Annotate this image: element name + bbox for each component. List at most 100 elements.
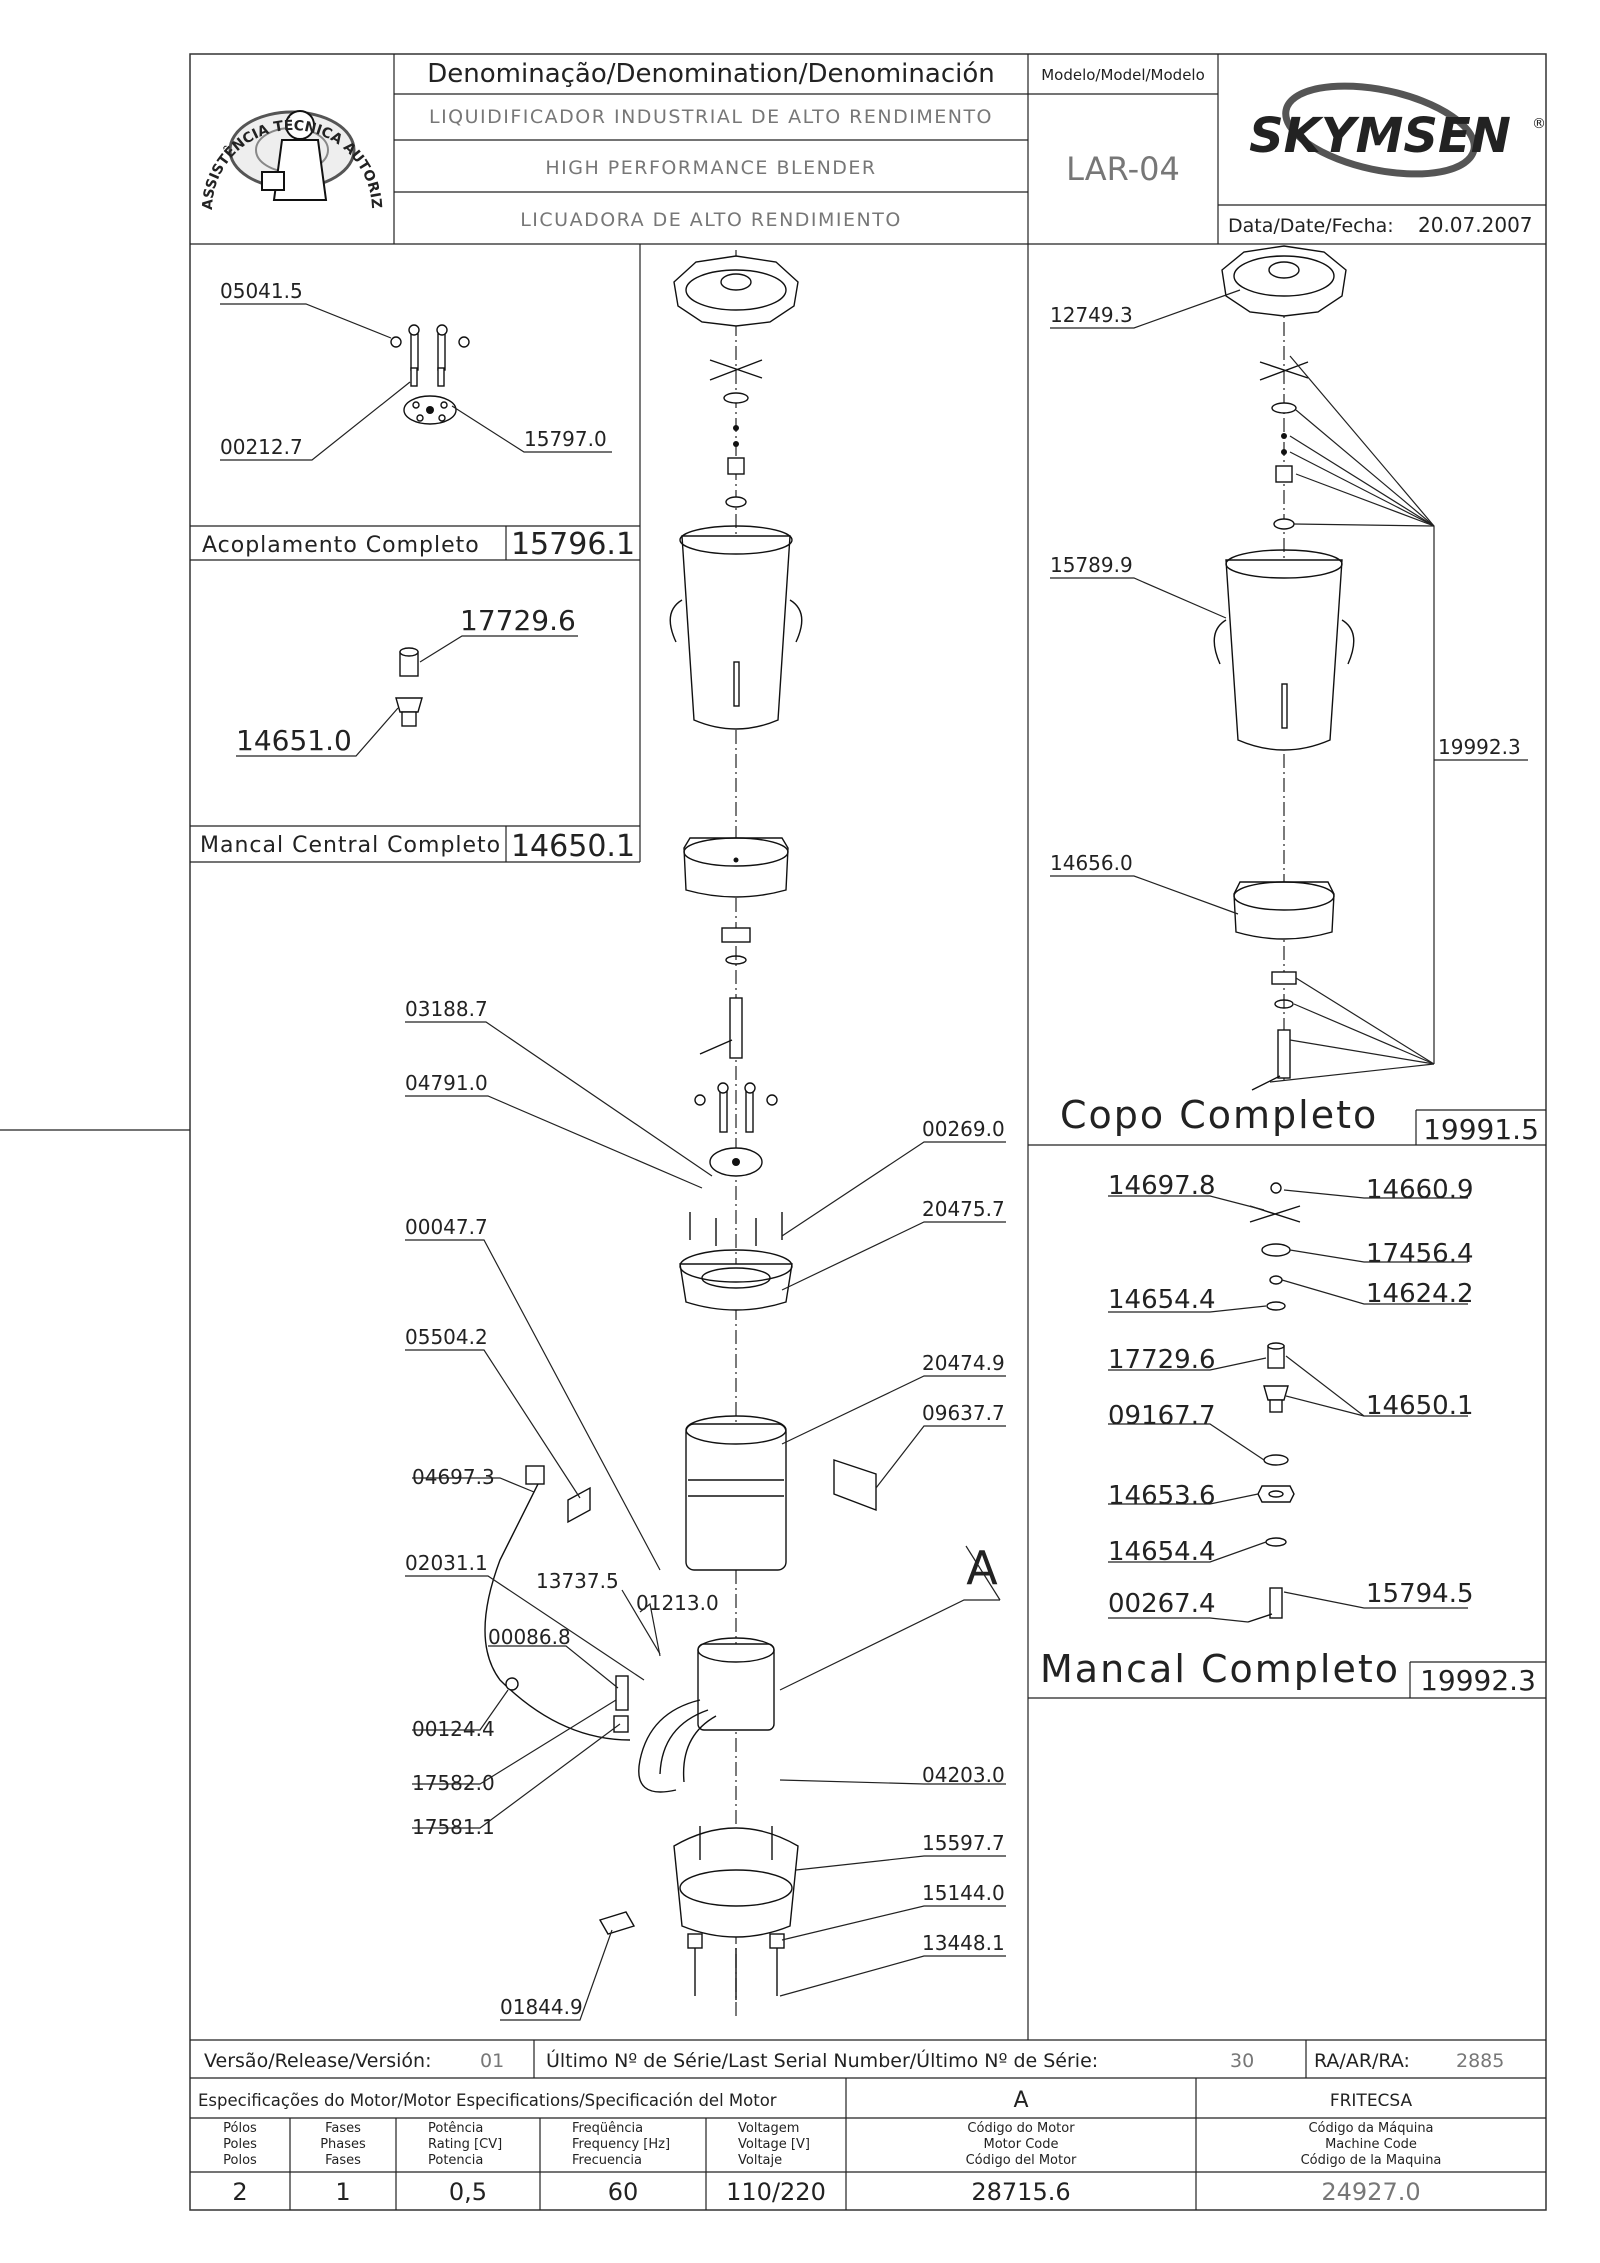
part-20475-7: 20475.7 <box>922 1197 1005 1221</box>
main-leaders <box>405 1021 1006 2021</box>
cup-drawing <box>1213 245 1355 1091</box>
motor-code-header-en: Motor Code <box>984 2137 1059 2152</box>
part-14660-9: 14660.9 <box>1366 1175 1474 1205</box>
part-14654-4: 14654.4 <box>1108 1285 1216 1315</box>
part-17456-4: 17456.4 <box>1366 1239 1474 1269</box>
part-05504-2: 05504.2 <box>405 1325 488 1349</box>
part-00086-8: 00086.8 <box>488 1625 571 1649</box>
bearing-label: Mancal Completo <box>1040 1647 1400 1691</box>
part-09167-7: 09167.7 <box>1108 1401 1216 1431</box>
motor-code-value: 28715.6 <box>971 2178 1070 2206</box>
part-01213-0: 01213.0 <box>636 1591 719 1615</box>
motor-code-header-pt: Código do Motor <box>967 2121 1075 2136</box>
bearing-code: 19992.3 <box>1420 1664 1536 1697</box>
part-17729-6: 17729.6 <box>460 604 576 637</box>
bearing-drawing <box>1247 1182 1301 1623</box>
part-00047-7: 00047.7 <box>405 1215 488 1239</box>
version-value: 01 <box>480 2050 504 2072</box>
model-code: LAR-04 <box>1066 150 1180 188</box>
motor-code-header-es: Código del Motor <box>966 2153 1077 2168</box>
part-20474-9: 20474.9 <box>922 1351 1005 1375</box>
brand-name: SKYMSEN <box>1249 108 1511 164</box>
motor-spec-headers: Pólos Poles Polos Fases Phases Fases Pot… <box>223 2121 1441 2168</box>
part-00124-4: 00124.4 <box>412 1717 495 1741</box>
main-exploded-drawing <box>484 250 877 2020</box>
brand-logo: SKYMSEN ® <box>1249 82 1546 178</box>
voltage-header-pt: Voltagem <box>738 2121 799 2136</box>
part-00267-4: 00267.4 <box>1108 1589 1216 1619</box>
authorized-service-seal: ASSISTÊNCIA TÉCNICA AUTORIZADA <box>0 0 384 210</box>
power-header-en: Rating [CV] <box>428 2137 502 2152</box>
machine-code-header-es: Código de la Maquina <box>1301 2153 1442 2168</box>
ra-value: 2885 <box>1456 2050 1504 2072</box>
product-name-es: LICUADORA DE ALTO RENDIMIENTO <box>520 209 902 231</box>
part-03188-7: 03188.7 <box>405 997 488 1021</box>
poles-header-en: Poles <box>223 2137 257 2152</box>
ra-label: RA/AR/RA: <box>1314 2050 1410 2072</box>
frequency-header-es: Frecuencia <box>572 2153 642 2168</box>
part-14697-8: 14697.8 <box>1108 1171 1216 1201</box>
cup-leaders <box>1050 289 1528 1083</box>
coupling-label: Acoplamento Completo <box>202 533 480 558</box>
machine-code-header-en: Machine Code <box>1325 2137 1417 2152</box>
cup-code: 19991.5 <box>1423 1113 1539 1146</box>
phases-header-pt: Fases <box>325 2121 361 2136</box>
part-15144-0: 15144.0 <box>922 1881 1005 1905</box>
part-04697-3: 04697.3 <box>412 1465 495 1489</box>
part-17729-6-b: 17729.6 <box>1108 1345 1216 1375</box>
machine-code-header-pt: Código da Máquina <box>1308 2121 1433 2136</box>
part-14651-0: 14651.0 <box>236 724 352 757</box>
part-12749-3: 12749.3 <box>1050 303 1133 327</box>
part-15797-0: 15797.0 <box>524 427 607 451</box>
product-name-pt: LIQUIDIFICADOR INDUSTRIAL DE ALTO RENDIM… <box>429 106 993 128</box>
model-label: Modelo/Model/Modelo <box>1041 66 1205 84</box>
part-09637-7: 09637.7 <box>922 1401 1005 1425</box>
part-17581-1: 17581.1 <box>412 1815 495 1839</box>
part-19992-3: 19992.3 <box>1438 735 1521 759</box>
date-value: 20.07.2007 <box>1418 213 1533 237</box>
brand-mark: ® <box>1532 116 1546 132</box>
machine-code-value: 24927.0 <box>1321 2178 1420 2206</box>
central-bearing-code: 14650.1 <box>511 829 635 864</box>
part-14653-6: 14653.6 <box>1108 1481 1216 1511</box>
date-label: Data/Date/Fecha: <box>1228 215 1394 237</box>
coupling-drawing <box>390 324 470 425</box>
central-bearing-label: Mancal Central Completo <box>200 833 501 858</box>
part-13737-5: 13737.5 <box>536 1569 619 1593</box>
part-17582-0: 17582.0 <box>412 1771 495 1795</box>
part-01844-9: 01844.9 <box>500 1995 583 2019</box>
coupling-code: 15796.1 <box>511 527 635 562</box>
product-name-en: HIGH PERFORMANCE BLENDER <box>545 157 876 179</box>
voltage-header-en: Voltage [V] <box>738 2137 810 2152</box>
poles-header-es: Polos <box>223 2153 257 2168</box>
part-04791-0: 04791.0 <box>405 1071 488 1095</box>
frequency-header-en: Frequency [Hz] <box>572 2137 670 2152</box>
power-header-pt: Potência <box>428 2121 483 2136</box>
central-bearing-drawing <box>395 647 423 727</box>
part-14650-1: 14650.1 <box>1366 1391 1474 1421</box>
bearing-leaders <box>1108 1189 1468 1623</box>
drawing-frame <box>0 53 1547 2211</box>
central-bearing-leaders <box>236 635 578 757</box>
part-14656-0: 14656.0 <box>1050 851 1133 875</box>
part-00269-0: 00269.0 <box>922 1117 1005 1141</box>
part-15597-7: 15597.7 <box>922 1831 1005 1855</box>
poles-header-pt: Pólos <box>223 2121 257 2136</box>
part-02031-1: 02031.1 <box>405 1551 488 1575</box>
poles-value: 2 <box>232 2178 247 2206</box>
phases-header-es: Fases <box>325 2153 361 2168</box>
motor-spec-values: 2 1 0,5 60 110/220 28715.6 24927.0 <box>232 2178 1420 2206</box>
frequency-value: 60 <box>608 2178 639 2206</box>
version-label: Versão/Release/Versión: <box>204 2050 432 2072</box>
part-15789-9: 15789.9 <box>1050 553 1133 577</box>
part-15794-5: 15794.5 <box>1366 1579 1474 1609</box>
part-14624-2: 14624.2 <box>1366 1279 1474 1309</box>
part-13448-1: 13448.1 <box>922 1931 1005 1955</box>
phases-header-en: Phases <box>320 2137 366 2152</box>
manufacturer: FRITECSA <box>1330 2091 1413 2111</box>
voltage-header-es: Voltaje <box>738 2153 782 2168</box>
denomination-label: Denominação/Denomination/Denominación <box>427 59 994 89</box>
voltage-value: 110/220 <box>726 2178 826 2206</box>
motor-spec-label: Especificações do Motor/Motor Especifica… <box>198 2091 777 2110</box>
part-05041-5: 05041.5 <box>220 279 303 303</box>
